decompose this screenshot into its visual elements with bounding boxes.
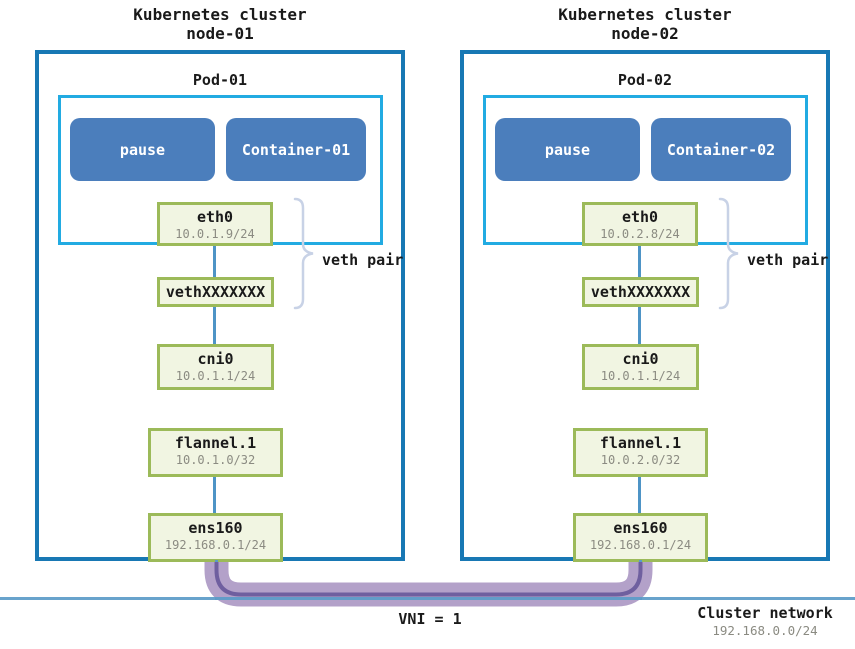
iface-ip: 10.0.1.1/24 [175,369,256,383]
node-02-title-line2: node-02 [611,24,679,43]
node-01-title-line1: Kubernetes cluster [133,5,307,24]
cluster-network-title: Cluster network [697,604,833,622]
iface-name: ens160 [188,519,243,537]
iface-name: ens160 [613,519,668,537]
cluster-network-label: Cluster network 192.168.0.0/24 [683,604,847,639]
iface-ip: 10.0.2.8/24 [600,227,680,241]
pod-02-label: Pod-02 [617,71,673,89]
iface-ip: 10.0.2.0/32 [600,453,681,467]
iface-name: eth0 [621,208,659,226]
node-02-column: Kubernetes cluster node-02 Pod-02 pause … [460,0,830,649]
veth-pair-label-node-01: veth pair [322,251,404,269]
iface-ip: 10.0.1.9/24 [175,227,255,241]
node-02-title-line1: Kubernetes cluster [558,5,732,24]
veth-pair-brace-icon [718,197,739,310]
node-01-title-line2: node-01 [186,24,254,43]
iface-cni0-node-02: cni0 10.0.1.1/24 [582,344,699,390]
vni-label: VNI = 1 [398,610,462,628]
iface-ens160-node-01: ens160 192.168.0.1/24 [148,513,283,562]
veth-pair-brace-icon [293,197,314,310]
iface-eth0-node-01: eth0 10.0.1.9/24 [157,202,273,246]
iface-cni0-node-01: cni0 10.0.1.1/24 [157,344,274,390]
iface-veth-node-01: vethXXXXXXX [157,277,274,307]
iface-ip: 10.0.1.0/32 [175,453,256,467]
iface-name: flannel.1 [599,434,682,452]
iface-flannel-node-02: flannel.1 10.0.2.0/32 [573,428,708,477]
connector-veth-cni0 [638,307,641,344]
iface-ens160-node-02: ens160 192.168.0.1/24 [573,513,708,562]
iface-name: eth0 [196,208,234,226]
node-01-title: Kubernetes cluster node-01 [35,5,405,43]
iface-ip: 192.168.0.1/24 [589,538,692,552]
app-container-node-01: Container-01 [226,118,366,181]
connector-flannel-ens160 [638,477,641,513]
iface-name: cni0 [197,350,234,368]
iface-name: vethXXXXXXX [590,282,691,301]
iface-eth0-node-02: eth0 10.0.2.8/24 [582,202,698,246]
cluster-network-cidr: 192.168.0.0/24 [712,623,818,638]
connector-flannel-ens160 [213,477,216,513]
app-container-node-02: Container-02 [651,118,791,181]
node-02-title: Kubernetes cluster node-02 [460,5,830,43]
pod-01-label: Pod-01 [192,71,248,89]
iface-name: flannel.1 [174,434,257,452]
node-01-column: Kubernetes cluster node-01 Pod-01 pause … [35,0,405,649]
pause-container-node-02: pause [495,118,640,181]
iface-flannel-node-01: flannel.1 10.0.1.0/32 [148,428,283,477]
iface-name: vethXXXXXXX [165,282,266,301]
iface-ip: 10.0.1.1/24 [600,369,681,383]
connector-eth0-veth [213,246,216,277]
pause-container-node-01: pause [70,118,215,181]
iface-veth-node-02: vethXXXXXXX [582,277,699,307]
connector-eth0-veth [638,246,641,277]
iface-name: cni0 [622,350,659,368]
veth-pair-label-node-02: veth pair [747,251,829,269]
connector-veth-cni0 [213,307,216,344]
iface-ip: 192.168.0.1/24 [164,538,267,552]
